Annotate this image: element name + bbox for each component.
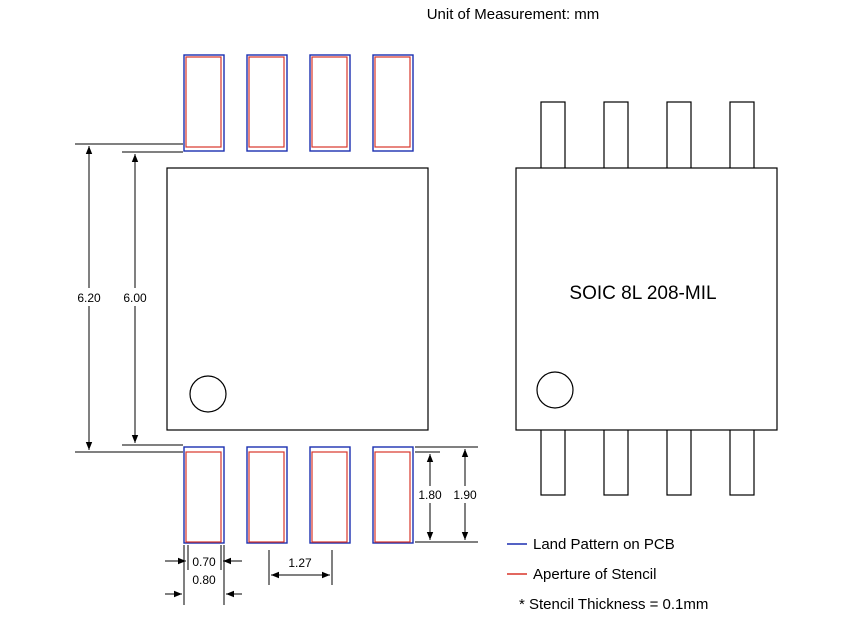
pad-bottom-2 <box>246 446 288 544</box>
lead-bottom-1 <box>540 426 566 496</box>
dimension-label-1-27: 1.27 <box>288 556 312 570</box>
pad-top-4 <box>372 54 414 152</box>
stencil-thickness-note: * Stencil Thickness = 0.1mm <box>519 596 708 613</box>
dimension-label-0-70: 0.70 <box>192 555 216 569</box>
pad-bottom-4 <box>372 446 414 544</box>
lead-bottom-2 <box>603 426 629 496</box>
pad-top-2 <box>246 54 288 152</box>
footprint-view: 6.20 6.00 1.80 1.90 0.70 0.80 <box>75 54 478 605</box>
dimension-label-1-80: 1.80 <box>418 488 442 502</box>
dimension-label-1-90: 1.90 <box>453 488 477 502</box>
legend-land-pattern: Land Pattern on PCB <box>533 536 675 553</box>
lead-bottom-4 <box>729 426 755 496</box>
lead-top-1 <box>540 101 566 171</box>
pad-bottom-1 <box>183 446 225 544</box>
lead-top-4 <box>729 101 755 171</box>
dimension-label-6-20: 6.20 <box>77 291 101 305</box>
pin1-marker-circle <box>189 375 227 413</box>
measurement-unit-title: Unit of Measurement: mm <box>427 6 600 23</box>
pad-bottom-3 <box>309 446 351 544</box>
lead-top-3 <box>666 101 692 171</box>
legend-aperture: Aperture of Stencil <box>533 566 656 583</box>
package-pin1-marker <box>536 371 574 409</box>
bottom-pad-row <box>183 446 414 544</box>
pad-top-3 <box>309 54 351 152</box>
top-pad-row <box>183 54 414 152</box>
lead-bottom-3 <box>666 426 692 496</box>
dimension-label-0-80: 0.80 <box>192 573 216 587</box>
pad-top-1 <box>183 54 225 152</box>
lead-top-2 <box>603 101 629 171</box>
dimension-label-6-00: 6.00 <box>123 291 147 305</box>
legend: Land Pattern on PCB Aperture of Stencil … <box>507 536 708 613</box>
package-view: SOIC 8L 208-MIL <box>515 101 778 496</box>
package-label: SOIC 8L 208-MIL <box>569 283 716 304</box>
